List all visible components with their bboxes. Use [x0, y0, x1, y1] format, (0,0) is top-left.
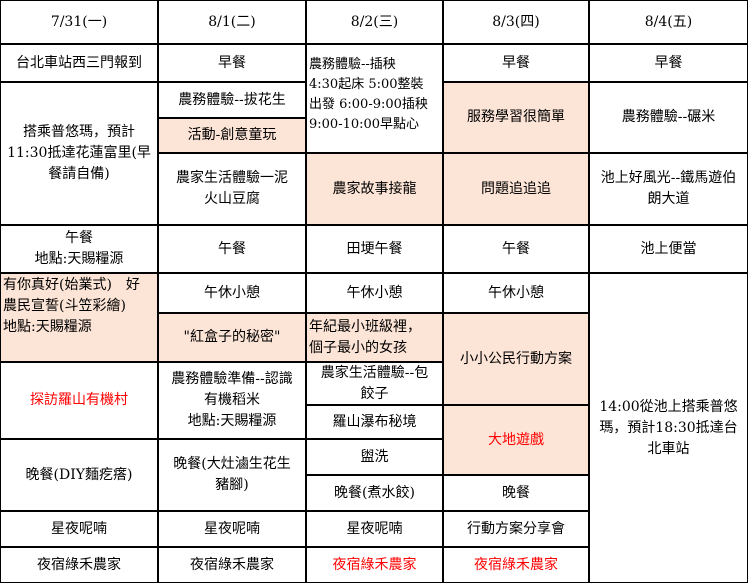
schedule-cell-highlight: 小小公民行動方案: [444, 314, 588, 404]
schedule-cell: 農務體驗--碾米: [590, 83, 747, 152]
schedule-cell: 農務體驗準備--認識 有機稻米 地點:天賜糧源: [159, 363, 305, 438]
schedule-cell: 晚餐(DIY麵疙瘩): [1, 440, 157, 510]
schedule-cell-red: 夜宿綠禾農家: [444, 548, 588, 582]
schedule-cell-highlight-red: 大地遊戲: [444, 406, 588, 474]
schedule-cell: 早餐: [444, 45, 588, 81]
schedule-cell: 星夜呢喃: [307, 512, 442, 546]
schedule-cell: 早餐: [159, 45, 305, 81]
schedule-cell: 夜宿綠禾農家: [1, 548, 157, 582]
schedule-cell-red: 夜宿綠禾農家: [307, 548, 442, 582]
schedule-cell: 搭乘普悠瑪，預計 11:30抵達花蓮富里(早 餐請自備): [1, 83, 157, 224]
schedule-cell: 行動方案分享會: [444, 512, 588, 546]
header-day-5: 8/4(五): [590, 1, 747, 43]
schedule-cell: 晚餐(煮水餃): [307, 476, 442, 510]
schedule-cell: 14:00從池上搭乘普悠 瑪，預計18:30抵達台 北車站: [590, 274, 747, 582]
schedule-cell: 早餐: [590, 45, 747, 81]
schedule-cell: 羅山瀑布秘境: [307, 406, 442, 438]
schedule-cell: 台北車站西三門報到: [1, 45, 157, 81]
schedule-cell: 田埂午餐: [307, 226, 442, 272]
schedule-cell: 農務體驗--拔花生: [159, 83, 305, 117]
schedule-cell: 午休小憩: [444, 274, 588, 312]
schedule-cell: 午休小憩: [159, 274, 305, 312]
schedule-cell: 晚餐: [444, 476, 588, 510]
schedule-cell: 午餐: [444, 226, 588, 272]
header-day-4: 8/3(四): [444, 1, 588, 43]
header-day-1: 7/31(一): [1, 1, 157, 43]
schedule-cell: 農家生活體驗--包 餃子: [307, 363, 442, 404]
schedule-cell: 晚餐(大灶滷生花生 豬腳): [159, 440, 305, 510]
schedule-cell: 午休小憩: [307, 274, 442, 312]
schedule-cell-highlight: 服務學習很簡單: [444, 83, 588, 152]
schedule-cell: 午餐 地點:天賜糧源: [1, 226, 157, 272]
schedule-cell: 星夜呢喃: [159, 512, 305, 546]
schedule-cell-highlight: 年紀最小班級裡， 個子最小的女孩: [307, 314, 442, 361]
schedule-cell: 午餐: [159, 226, 305, 272]
schedule-cell: 盥洗: [307, 440, 442, 474]
schedule-cell: 夜宿綠禾農家: [159, 548, 305, 582]
schedule-cell-highlight: 農家故事接龍: [307, 154, 442, 224]
schedule-cell: 農家生活體驗一泥 火山豆腐: [159, 154, 305, 224]
schedule-cell: 農務體驗--插秧 4:30起床 5:00整裝 出發 6:00-9:00插秧 9:…: [307, 45, 442, 152]
schedule-cell-highlight: "紅盒子的秘密": [159, 314, 305, 361]
header-day-3: 8/2(三): [307, 1, 442, 43]
header-day-2: 8/1(二): [159, 1, 305, 43]
schedule-cell-highlight: 問題追追追: [444, 154, 588, 224]
schedule-cell: 池上好風光--鐵馬遊伯 朗大道: [590, 154, 747, 224]
schedule-cell-highlight: 有你真好(始業式) 好 農民宣誓(斗笠彩繪) 地點:天賜糧源: [1, 274, 157, 361]
schedule-cell: 星夜呢喃: [1, 512, 157, 546]
schedule-cell-red: 探訪羅山有機村: [1, 363, 157, 438]
schedule-cell: 池上便當: [590, 226, 747, 272]
schedule-cell-highlight: 活動-創意童玩: [159, 119, 305, 152]
